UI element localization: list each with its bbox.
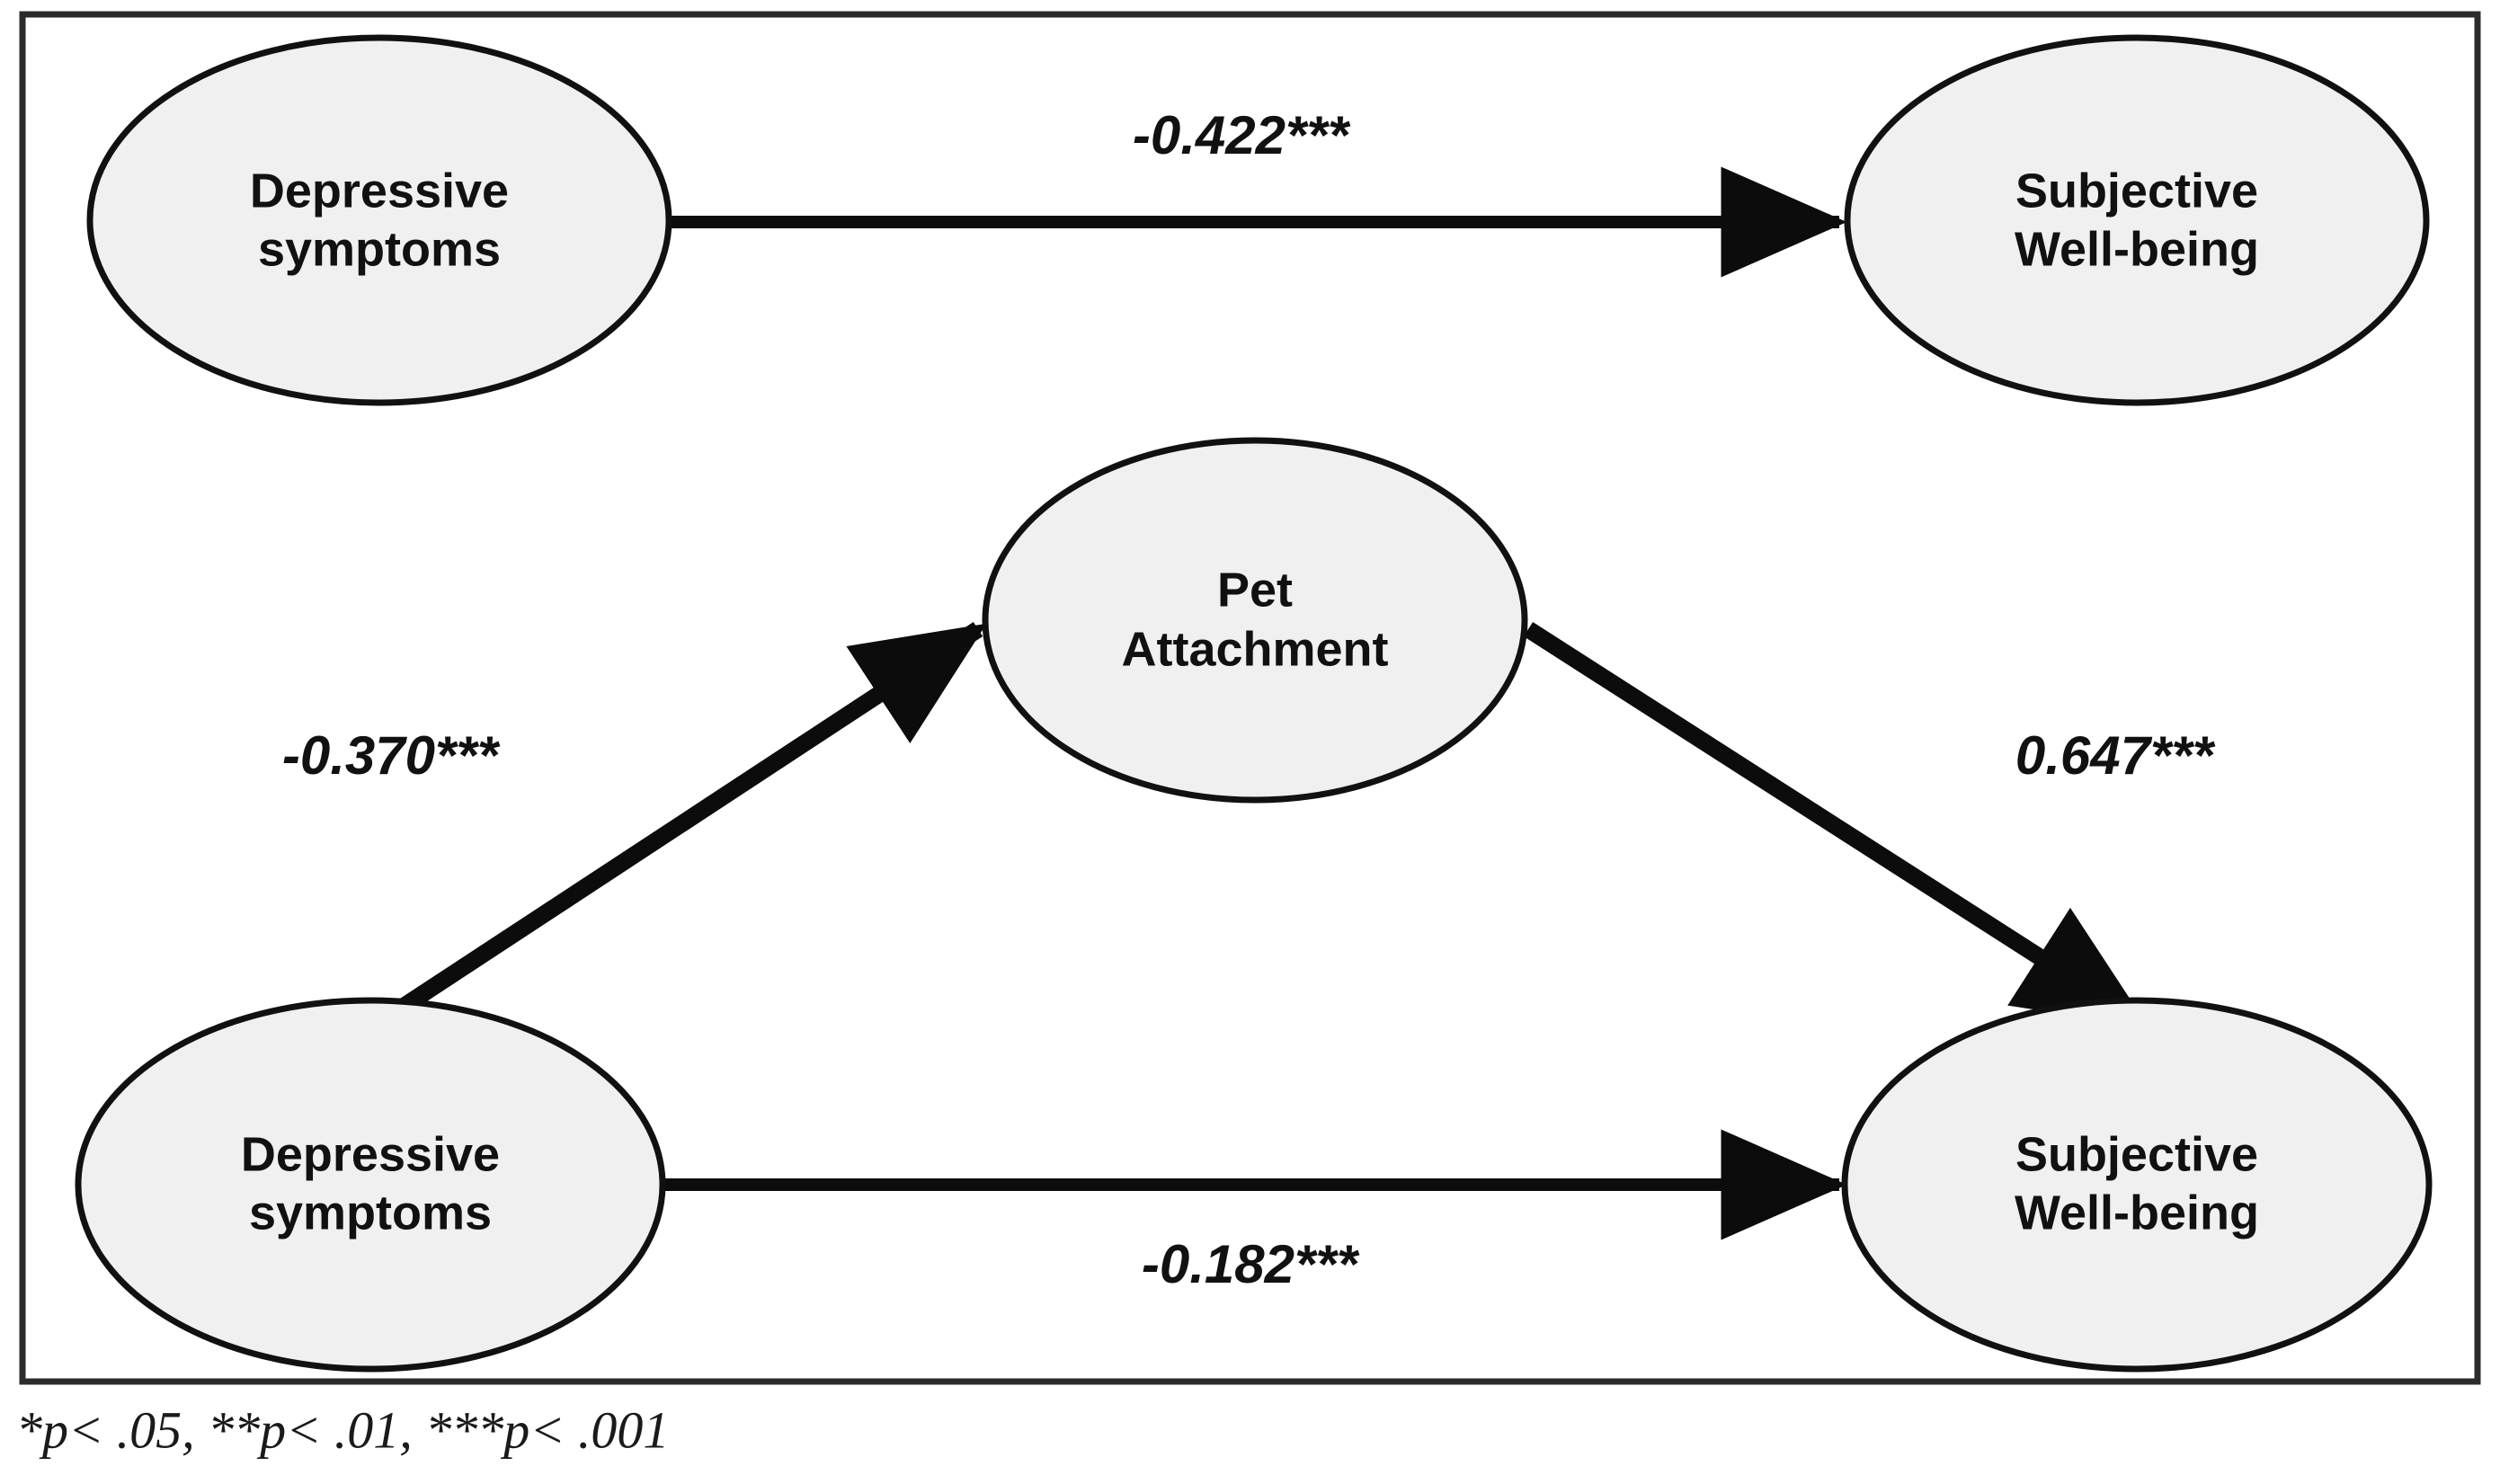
node-ellipse: [1844, 34, 2430, 406]
figure-frame: [19, 11, 2481, 1385]
node-label-line1: Depressive: [250, 164, 509, 218]
node-depressive-symptoms-top[interactable]: Depressive symptoms: [86, 34, 672, 406]
node-depressive-symptoms-bottom[interactable]: Depressive symptoms: [75, 997, 666, 1373]
significance-footnote: *p< .05, **p< .01, ***p< .001: [16, 1400, 669, 1459]
node-label-line1: Pet: [1217, 563, 1293, 617]
node-label-line1: Subjective: [2015, 1127, 2258, 1181]
node-label-line1: Depressive: [241, 1127, 500, 1181]
node-label-line2: symptoms: [258, 222, 501, 276]
node-ellipse: [75, 997, 666, 1373]
node-subjective-wellbeing-top[interactable]: Subjective Well-being: [1844, 34, 2430, 406]
model-direct-group: -0.422*** Depressive symptoms Subjective…: [86, 34, 2430, 406]
edge-dep-pet-label: -0.370***: [282, 725, 501, 786]
node-label-line1: Subjective: [2015, 164, 2258, 218]
edge-pet-swb-label: 0.647***: [2015, 725, 2216, 786]
node-label-line2: Attachment: [1121, 622, 1388, 676]
edge-dep-swb-total-label: -0.422***: [1133, 105, 1351, 165]
node-subjective-wellbeing-bottom[interactable]: Subjective Well-being: [1841, 997, 2433, 1373]
node-label-line2: symptoms: [249, 1186, 492, 1240]
node-ellipse: [86, 34, 672, 406]
edge-dep-pet-line: [370, 622, 987, 1032]
model-mediation-group: -0.370*** 0.647*** -0.182*** Pet Attachm…: [75, 437, 2433, 1373]
node-ellipse: [982, 437, 1528, 804]
node-label-line2: Well-being: [2015, 222, 2259, 276]
edge-dep-swb-direct-label: -0.182***: [1142, 1234, 1360, 1294]
node-pet-attachment[interactable]: Pet Attachment: [982, 437, 1528, 804]
node-label-line2: Well-being: [2015, 1186, 2259, 1240]
edge-pet-swb-line: [1523, 622, 2149, 1028]
node-ellipse: [1841, 997, 2433, 1373]
